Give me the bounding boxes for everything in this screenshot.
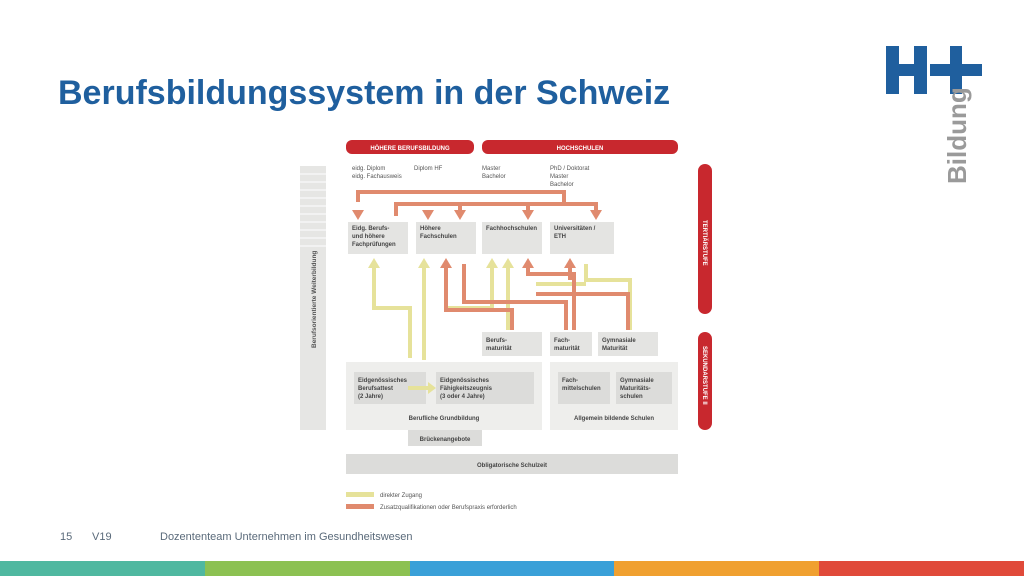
box-fachmittelschulen <box>558 372 610 404</box>
sec-eba-l3: (2 Jahre) <box>358 394 383 400</box>
degree-uni-master: Master <box>550 174 568 180</box>
inst-eidg-l1: Eidg. Berufs- <box>352 226 389 232</box>
sec-fms-l1: Fach- <box>562 378 578 384</box>
box-faehigkeitszeugnis <box>436 372 534 404</box>
footer-team: Dozententeam Unternehmen im Gesundheitsw… <box>160 531 413 543</box>
side-label-sekundarstufe: SEKUNDARSTUFE II <box>701 346 707 405</box>
footer-page-number: 15 <box>60 531 73 543</box>
box-hoehere-fachschulen <box>416 222 476 254</box>
arrow-eba-to-efz-head <box>428 382 436 394</box>
degree-uni-bachelor: Bachelor <box>550 182 574 188</box>
extra-qualification-arrows <box>444 264 630 330</box>
bottom-bar-segment-3 <box>409 561 615 576</box>
inst-hf-l2: Fachschulen <box>420 234 457 240</box>
box-brueckenangebote <box>408 430 482 446</box>
degree-uni-phd: PhD / Doktorat <box>550 166 590 172</box>
sec-eba-l2: Berufsattest <box>358 386 393 392</box>
box-berufsmaturitaet <box>482 332 542 356</box>
bottom-bar-segment-1 <box>0 561 205 576</box>
sec-gym-l1: Gymnasiale <box>620 378 654 384</box>
slide-title: Berufsbildungssystem in der Schweiz <box>58 74 671 112</box>
box-fachhochschulen <box>482 222 542 254</box>
institution-boxes <box>348 222 614 254</box>
sec-gym-l2: Maturitäts- <box>620 386 651 392</box>
maturity-boxes <box>482 332 658 356</box>
legend-swatch-direct <box>346 492 374 497</box>
legend-direct-label: direkter Zugang <box>380 493 422 499</box>
bottom-bar-segment-4 <box>614 561 820 576</box>
inst-hf-l1: Höhere <box>420 226 441 232</box>
sec-efz-l1: Eidgenössisches <box>440 378 490 384</box>
inst-fh: Fachhochschulen <box>486 226 537 232</box>
extra-qualification-arrowheads <box>440 258 576 268</box>
degree-eidg-diplom: eidg. Diplom <box>352 166 385 172</box>
mat-gm-l1: Gymnasiale <box>602 338 636 344</box>
h-plus-bildung-logo: Bildung <box>886 46 982 184</box>
mat-fm-l1: Fach- <box>554 338 570 344</box>
degree-eidg-fachausweis: eidg. Fachausweis <box>352 174 402 180</box>
mat-bm-l1: Berufs- <box>486 338 507 344</box>
top-arrow-network <box>356 190 598 216</box>
bottom-bar-segment-5 <box>819 561 1024 576</box>
box-obligatorische-schulzeit <box>346 454 678 474</box>
compulsory-label: Obligatorische Schulzeit <box>477 463 547 469</box>
mat-gm-l2: Maturität <box>602 346 627 352</box>
inst-eidg-l2: und höhere <box>352 234 385 240</box>
degree-diplom-hf: Diplom HF <box>414 166 443 172</box>
direct-access-arrowheads <box>368 258 514 268</box>
logo-word-bildung: Bildung <box>942 87 972 184</box>
side-bar-sekundarstufe <box>698 332 712 430</box>
side-bar-weiterbildung: Berufsorientierte Weiterbildung <box>300 166 326 430</box>
side-label-tertiaerstufe: TERTIÄRSTUFE <box>701 220 708 266</box>
degree-fh-master: Master <box>482 166 500 172</box>
degree-fh-bachelor: Bachelor <box>482 174 506 180</box>
sec-efz-l3: (3 oder 4 Jahre) <box>440 394 485 400</box>
sec-fms-l2: mittelschulen <box>562 386 601 392</box>
sec-allgemein-label: Allgemein bildende Schulen <box>574 416 654 422</box>
bottom-color-bar <box>0 561 1024 576</box>
box-fachmaturitaet <box>550 332 592 356</box>
sec-grundbildung-label: Berufliche Grundbildung <box>409 416 480 422</box>
inst-uni-l2: ETH <box>554 234 566 240</box>
inst-eidg-l3: Fachprüfungen <box>352 242 396 248</box>
box-gymnasiale-maturitaet <box>598 332 658 356</box>
mat-bm-l2: maturität <box>486 346 512 352</box>
header-hoehere-berufsbildung <box>346 140 474 154</box>
bottom-bar-segment-2 <box>204 561 410 576</box>
header-hochschulen <box>482 140 678 154</box>
legend-extra-label: Zusatzqualifikationen oder Berufspraxis … <box>380 505 517 511</box>
mat-fm-l2: maturität <box>554 346 580 352</box>
header-hbb-label: HÖHERE BERUFSBILDUNG <box>370 145 450 152</box>
top-arrowheads <box>352 210 602 220</box>
box-maturitaetsschulen <box>616 372 672 404</box>
sec-eba-l1: Eidgenössisches <box>358 378 408 384</box>
legend-swatch-extra <box>346 504 374 509</box>
sec-gym-l3: schulen <box>620 394 643 400</box>
side-label-weiterbildung: Berufsorientierte Weiterbildung <box>311 251 318 348</box>
box-eidg-pruefungen <box>348 222 408 254</box>
vocational-education-diagram: Berufsorientierte Weiterbildung HÖHERE B… <box>300 140 712 511</box>
footer-version: V19 <box>92 531 112 543</box>
inst-uni-l1: Universitäten / <box>554 226 596 232</box>
side-bar-tertiaerstufe <box>698 164 712 314</box>
sec-efz-l2: Fähigkeitszeugnis <box>440 386 493 392</box>
legend: direkter Zugang Zusatzqualifikationen od… <box>346 492 517 511</box>
bridge-label: Brückenangebote <box>420 437 471 443</box>
box-universitaeten <box>550 222 614 254</box>
h-plus-mark <box>886 46 982 94</box>
header-hs-label: HOCHSCHULEN <box>557 146 604 152</box>
